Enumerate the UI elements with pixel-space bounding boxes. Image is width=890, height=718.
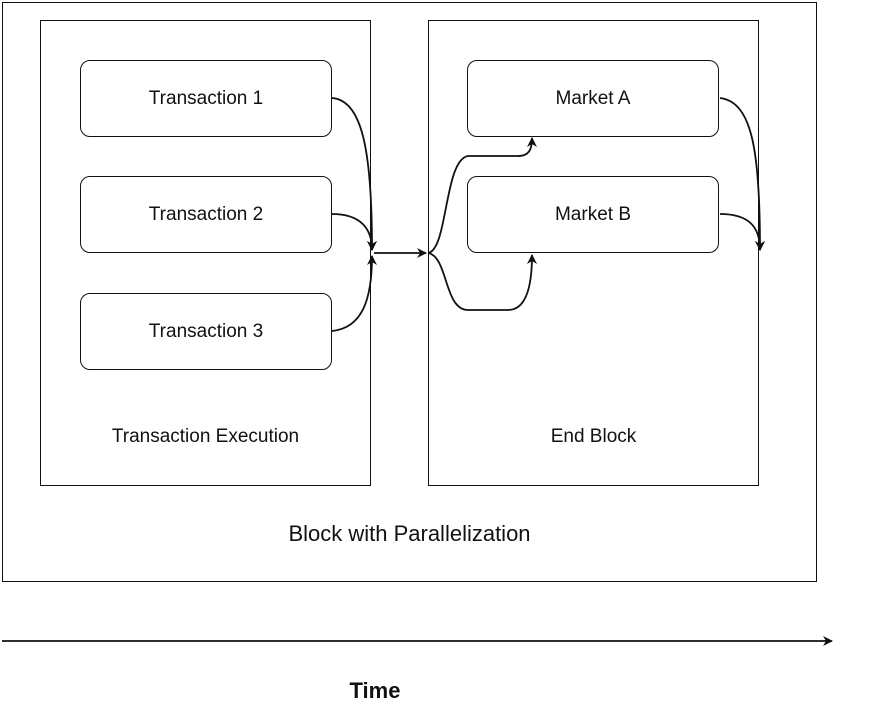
market-b-label: Market B — [554, 203, 632, 225]
transaction-3-node: Transaction 3 — [80, 293, 332, 370]
block-with-parallelization-label: Block with Parallelization — [288, 521, 531, 546]
transaction-3-label: Transaction 3 — [148, 320, 264, 342]
transaction-1-label: Transaction 1 — [148, 87, 264, 109]
market-a-label: Market A — [555, 87, 631, 109]
transaction-execution-label: Transaction Execution — [111, 426, 300, 447]
end-block-label: End Block — [550, 426, 637, 447]
time-axis-label: Time — [349, 678, 401, 703]
transaction-2-node: Transaction 2 — [80, 176, 332, 253]
transaction-1-node: Transaction 1 — [80, 60, 332, 137]
market-b-node: Market B — [467, 176, 719, 253]
market-a-node: Market A — [467, 60, 719, 137]
transaction-2-label: Transaction 2 — [148, 203, 264, 225]
